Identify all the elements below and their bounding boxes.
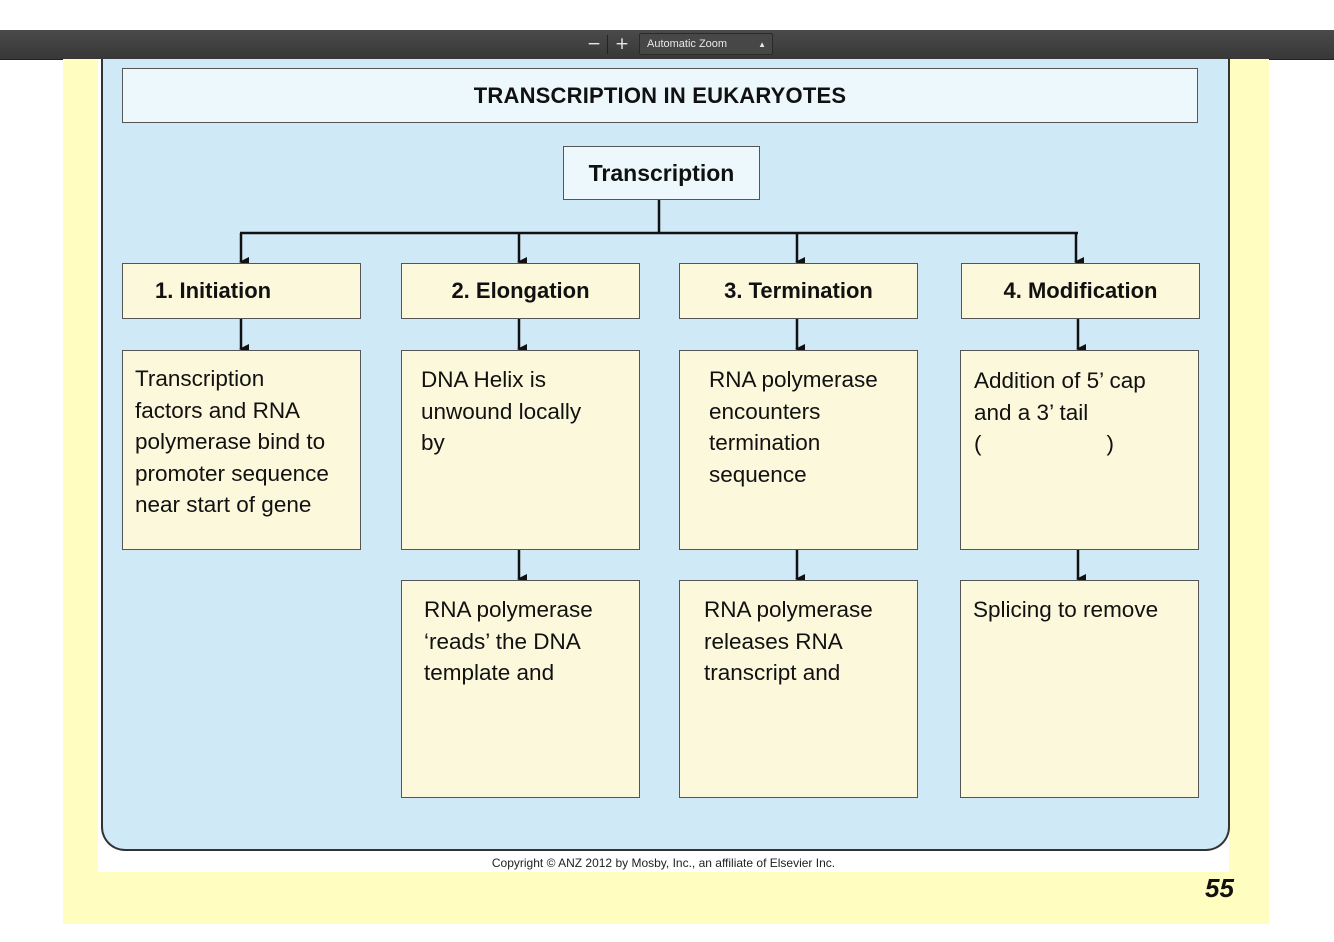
detail-text-line: ( ) — [974, 431, 1115, 456]
detail-text-line: near start of gene — [135, 492, 312, 517]
detail-text-line: Addition of 5’ cap — [974, 368, 1146, 393]
pdf-toolbar: − + Automatic Zoom ▲ — [0, 0, 1334, 60]
root-node-transcription: Transcription — [563, 146, 760, 200]
copyright-notice: Copyright © ANZ 2012 by Mosby, Inc., an … — [491, 856, 836, 870]
initiation-detail-box: Transcription factors and RNA polymerase b… — [122, 350, 361, 550]
select-arrows-icon: ▲ — [758, 40, 766, 49]
stage-elongation: 2. Elongation — [401, 263, 640, 319]
elongation-detail-box-2: RNA polymerase ‘reads’ the DNA template an… — [401, 580, 640, 798]
detail-text-line: DNA Helix is — [421, 367, 547, 392]
toolbar-separator — [607, 35, 608, 54]
termination-detail-box-1: RNA polymerase encounters termination seque… — [679, 350, 918, 550]
zoom-select[interactable]: Automatic Zoom ▲ — [639, 33, 773, 55]
detail-text-line: RNA polymerase — [709, 367, 878, 392]
zoom-select-value: Automatic Zoom — [647, 38, 728, 50]
detail-text-line: ‘reads’ the DNA — [424, 628, 581, 654]
detail-text-line: and a 3’ tail — [974, 399, 1089, 425]
detail-text-line: polymerase bind to — [135, 429, 326, 454]
detail-text-line: promoter sequence — [135, 460, 329, 486]
detail-text-line: RNA polymerase — [424, 597, 593, 622]
elongation-detail-box-1: DNA Helix is unwound locally by — [401, 350, 640, 550]
detail-text-line: by — [421, 430, 445, 455]
detail-text-line: Transcription — [135, 366, 265, 391]
modification-detail-box-1: Addition of 5’ cap and a 3’ tail ( ) — [960, 350, 1199, 550]
stage-modification: 4. Modification — [961, 263, 1200, 319]
stage-termination: 3. Termination — [679, 263, 918, 319]
termination-detail-box-2: RNA polymerase releases RNA transcript and — [679, 580, 918, 798]
detail-text-line: termination — [709, 430, 821, 455]
modification-detail-box-2: Splicing to remove — [960, 580, 1199, 798]
diagram-title: TRANSCRIPTION IN EUKARYOTES — [122, 68, 1198, 123]
zoom-out-button[interactable]: − — [586, 34, 602, 54]
detail-text-line: encounters — [709, 398, 821, 424]
detail-text-line: transcript and — [704, 660, 841, 685]
detail-text-line: unwound locally — [421, 398, 582, 424]
page-number: 55 — [1205, 873, 1234, 903]
detail-text-line: template and — [424, 660, 555, 685]
detail-text-line: factors and RNA — [135, 397, 301, 423]
zoom-in-button[interactable]: + — [614, 34, 630, 54]
stage-initiation: 1. Initiation — [122, 263, 361, 319]
detail-text-line: Splicing to remove — [973, 597, 1159, 622]
detail-text-line: sequence — [709, 461, 807, 487]
detail-text-line: releases RNA — [704, 628, 843, 654]
detail-text-line: RNA polymerase — [704, 597, 873, 622]
